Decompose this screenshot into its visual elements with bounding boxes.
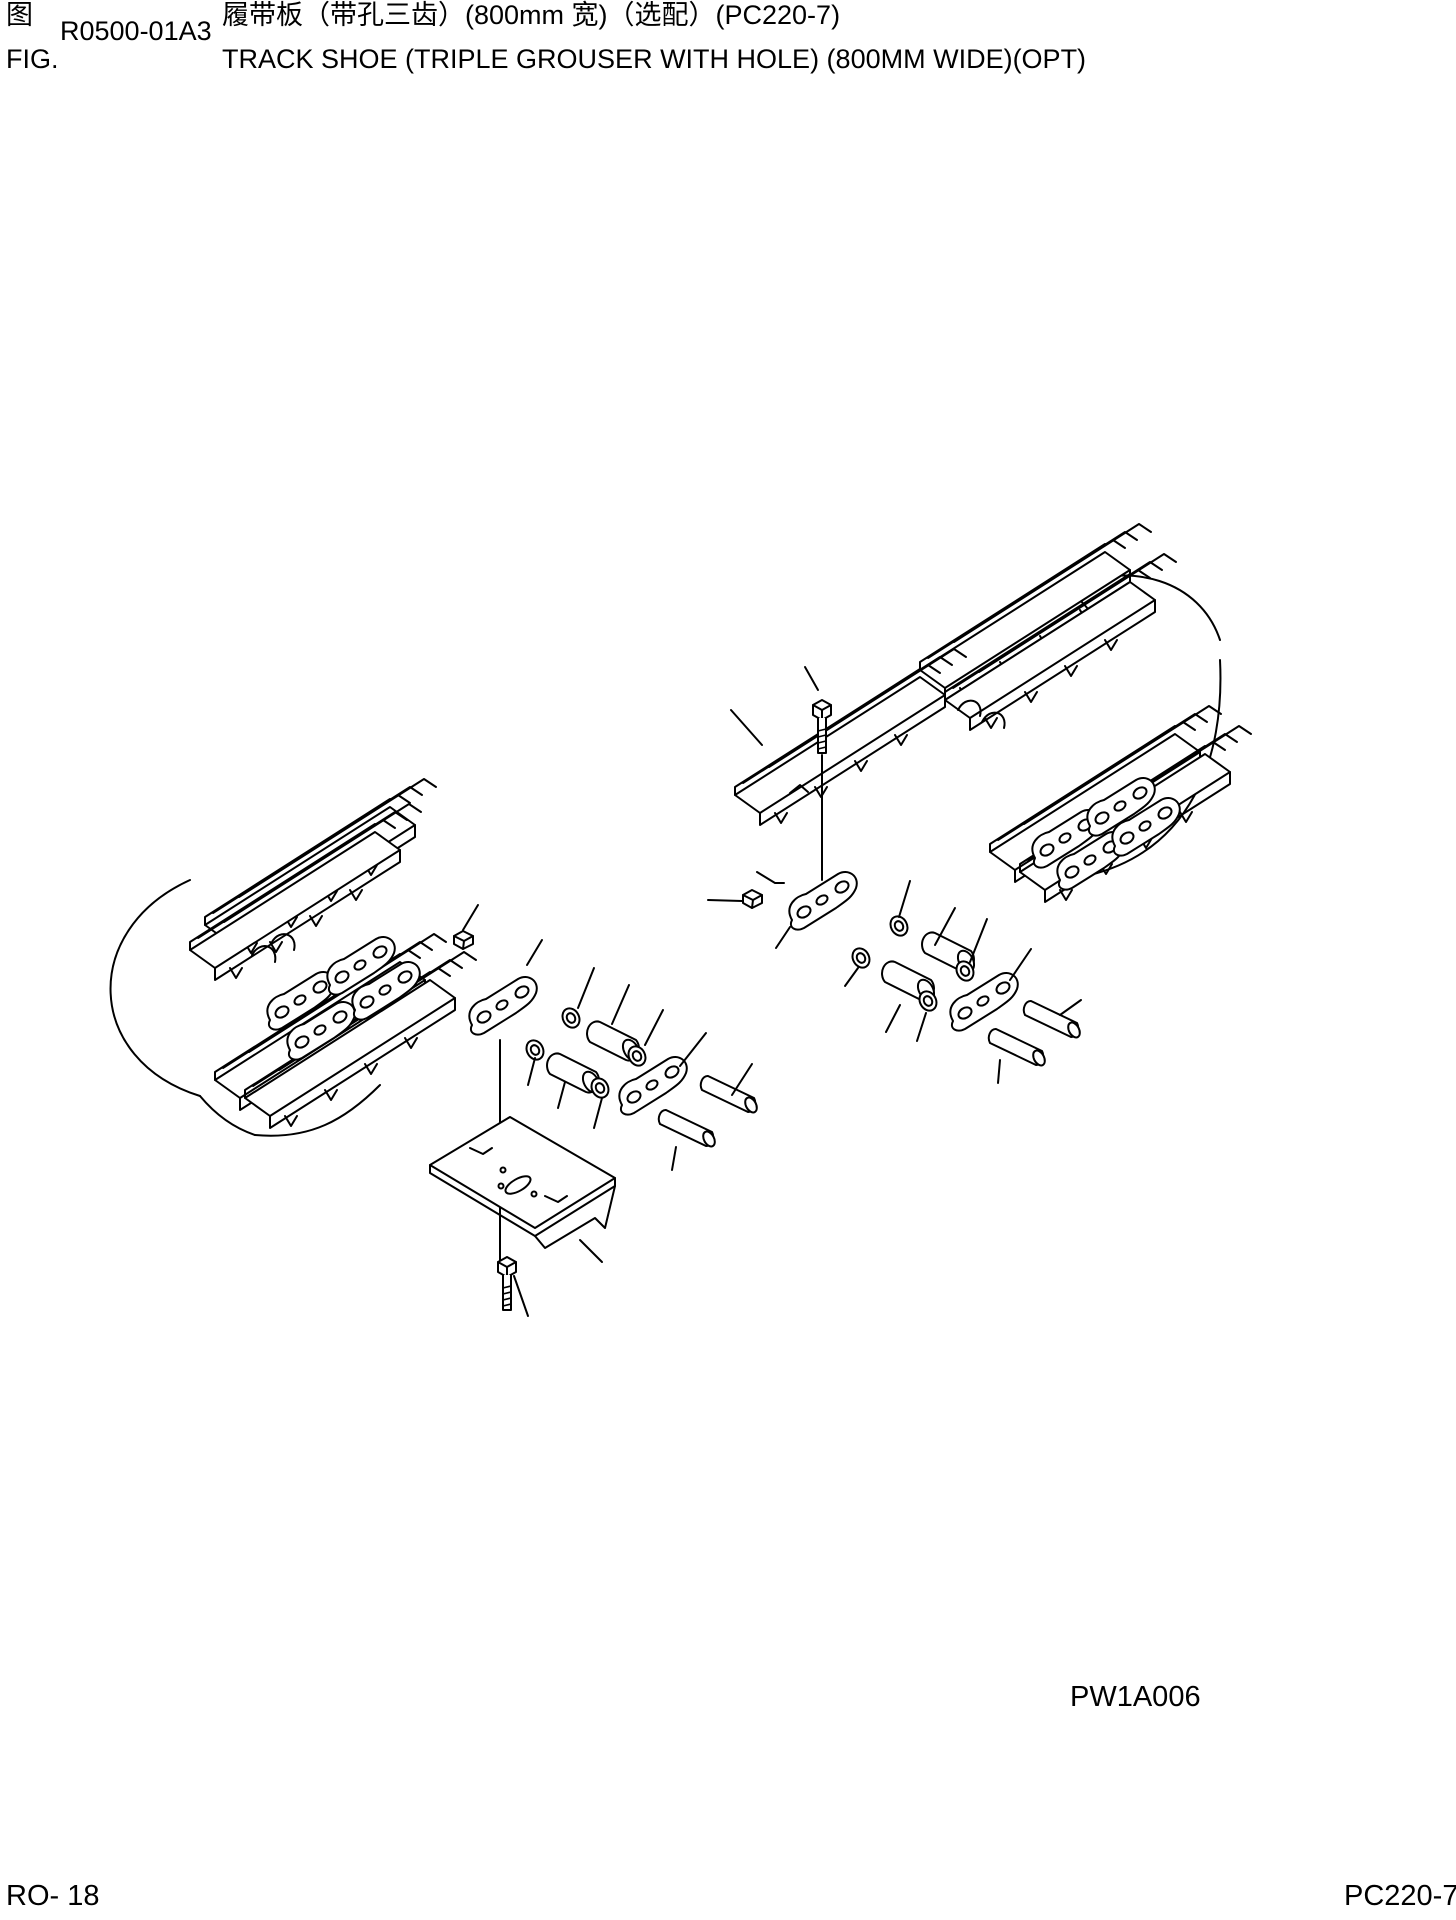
figure-label-en: FIG. [6,44,59,74]
page-number: RO- 18 [6,1880,100,1912]
right-track-assembly [919,523,1252,903]
left-track-assembly [109,778,477,1137]
figure-code: R0500-01A3 [60,16,212,46]
figure-title-en: TRACK SHOE (TRIPLE GROUSER WITH HOLE) (8… [222,44,1087,74]
drawing-id: PW1A006 [1070,1681,1201,1713]
leader-lines [462,666,1082,1317]
figure-label-cn: 图 [6,0,33,30]
figure-title-cn: 履带板（带孔三齿）(800mm 宽)（选配）(PC220-7) [222,0,841,30]
model-name: PC220-7 [1344,1880,1456,1912]
exploded-parts [429,648,1084,1311]
